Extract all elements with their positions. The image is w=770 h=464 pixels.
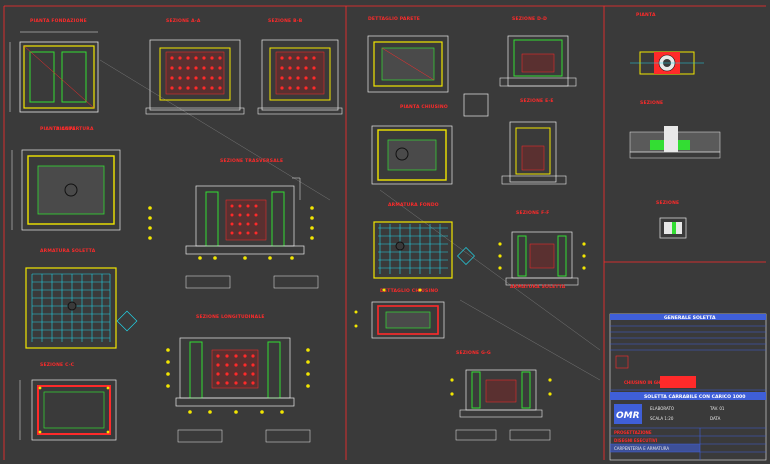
plan-cover: PIANTA COPERTURA xyxy=(11,126,121,231)
titleblock-row6: PROGETTAZIONE xyxy=(614,430,652,435)
slab-reinforcement-grid: ARMATURA SOLETTA xyxy=(25,248,138,349)
plan-manhole-cover: PIANTA CHIUSINO xyxy=(371,93,489,185)
title-block: GENERALE SOLETTA CHIUSINO IN GHISA SOLET… xyxy=(609,313,767,461)
titleblock-row7: DISEGNI ESECUTIVI xyxy=(614,438,658,443)
label-section-a-a: SEZIONE A-A xyxy=(166,18,201,24)
label-bottom-reinforcement: ARMATURA FONDO xyxy=(388,202,439,208)
label-right-detail: SEZIONE xyxy=(656,200,679,206)
titleblock-row2: ELABORATO xyxy=(650,406,674,411)
label-section-g-g: SEZIONE G-G xyxy=(456,350,491,356)
section-transverse: SEZIONE TRASVERSALE xyxy=(148,158,319,289)
label-section-c-c: SEZIONE C-C xyxy=(40,362,75,368)
titleblock-row4: SCALA 1:20 xyxy=(650,416,674,421)
label-section-longitudinal: SEZIONE LONGITUDINALE xyxy=(196,314,265,320)
label-detail-cover: DETTAGLIO CHIUSINO xyxy=(380,288,438,294)
label-section-b-b: SEZIONE B-B xyxy=(268,18,303,24)
label-detail-wall: DETTAGLIO PARETE xyxy=(368,16,420,22)
section-a-a: SEZIONE A-A xyxy=(145,18,245,115)
label-section-e-e: SEZIONE E-E xyxy=(520,98,554,104)
detail-small-right: SEZIONE xyxy=(656,200,687,239)
section-f-f: SEZIONE F-F xyxy=(498,210,586,286)
detail-section-right: SEZIONE xyxy=(629,100,721,159)
project-title: SOLETTA CARRABILE CON CARICO 1000 xyxy=(644,394,745,400)
section-e-e: SEZIONE E-E xyxy=(501,98,567,185)
label-section-transverse: SEZIONE TRASVERSALE xyxy=(220,158,283,164)
section-b-b: SEZIONE B-B xyxy=(257,18,343,115)
section-slab-reinf-mid: ARMATURA SOLETTA xyxy=(510,284,566,290)
section-longitudinal: SEZIONE LONGITUDINALE xyxy=(166,314,311,443)
section-g-g: SEZIONE G-G xyxy=(450,350,552,441)
label-right-plan: PIANTA xyxy=(636,12,656,18)
label-section-f-f: SEZIONE F-F xyxy=(516,210,550,216)
detail-plan-right: PIANTA xyxy=(630,12,704,75)
label-misc-a: PIANTA xyxy=(56,126,76,132)
titleblock-row1: CHIUSINO IN GHISA xyxy=(624,380,669,385)
titleblock-row5: DATA xyxy=(710,416,721,421)
titleblock-row3: TAV. 01 xyxy=(709,406,725,411)
section-g-g-plan: DETTAGLIO CHIUSINO xyxy=(354,288,445,339)
label-right-section: SEZIONE xyxy=(640,100,663,106)
label-plan-foundation: PIANTA FONDAZIONE xyxy=(30,18,87,24)
company-logo: OMR xyxy=(616,411,640,421)
section-c-c: SEZIONE C-C xyxy=(19,362,117,441)
bottom-slab-reinforcement: ARMATURA FONDO xyxy=(373,202,475,279)
label-slab-reinforcement-2: ARMATURA SOLETTA xyxy=(510,284,566,290)
sheet-frame xyxy=(3,5,766,460)
detail-wall-plan: DETTAGLIO PARETE xyxy=(367,16,449,93)
section-d-d: SEZIONE D-D xyxy=(499,16,577,87)
diagonal-guide-lines xyxy=(99,59,601,381)
label-plan-cover: PIANTA COPERTURA xyxy=(40,126,94,132)
titleblock-row8: CARPENTERIA E ARMATURA xyxy=(614,446,669,451)
titleblock-header: GENERALE SOLETTA xyxy=(664,315,716,321)
label-section-d-d: SEZIONE D-D xyxy=(512,16,547,22)
label-slab-reinforcement: ARMATURA SOLETTA xyxy=(40,248,96,254)
plan-foundation: PIANTA FONDAZIONE xyxy=(9,18,99,113)
label-plan-manhole: PIANTA CHIUSINO xyxy=(400,104,448,110)
